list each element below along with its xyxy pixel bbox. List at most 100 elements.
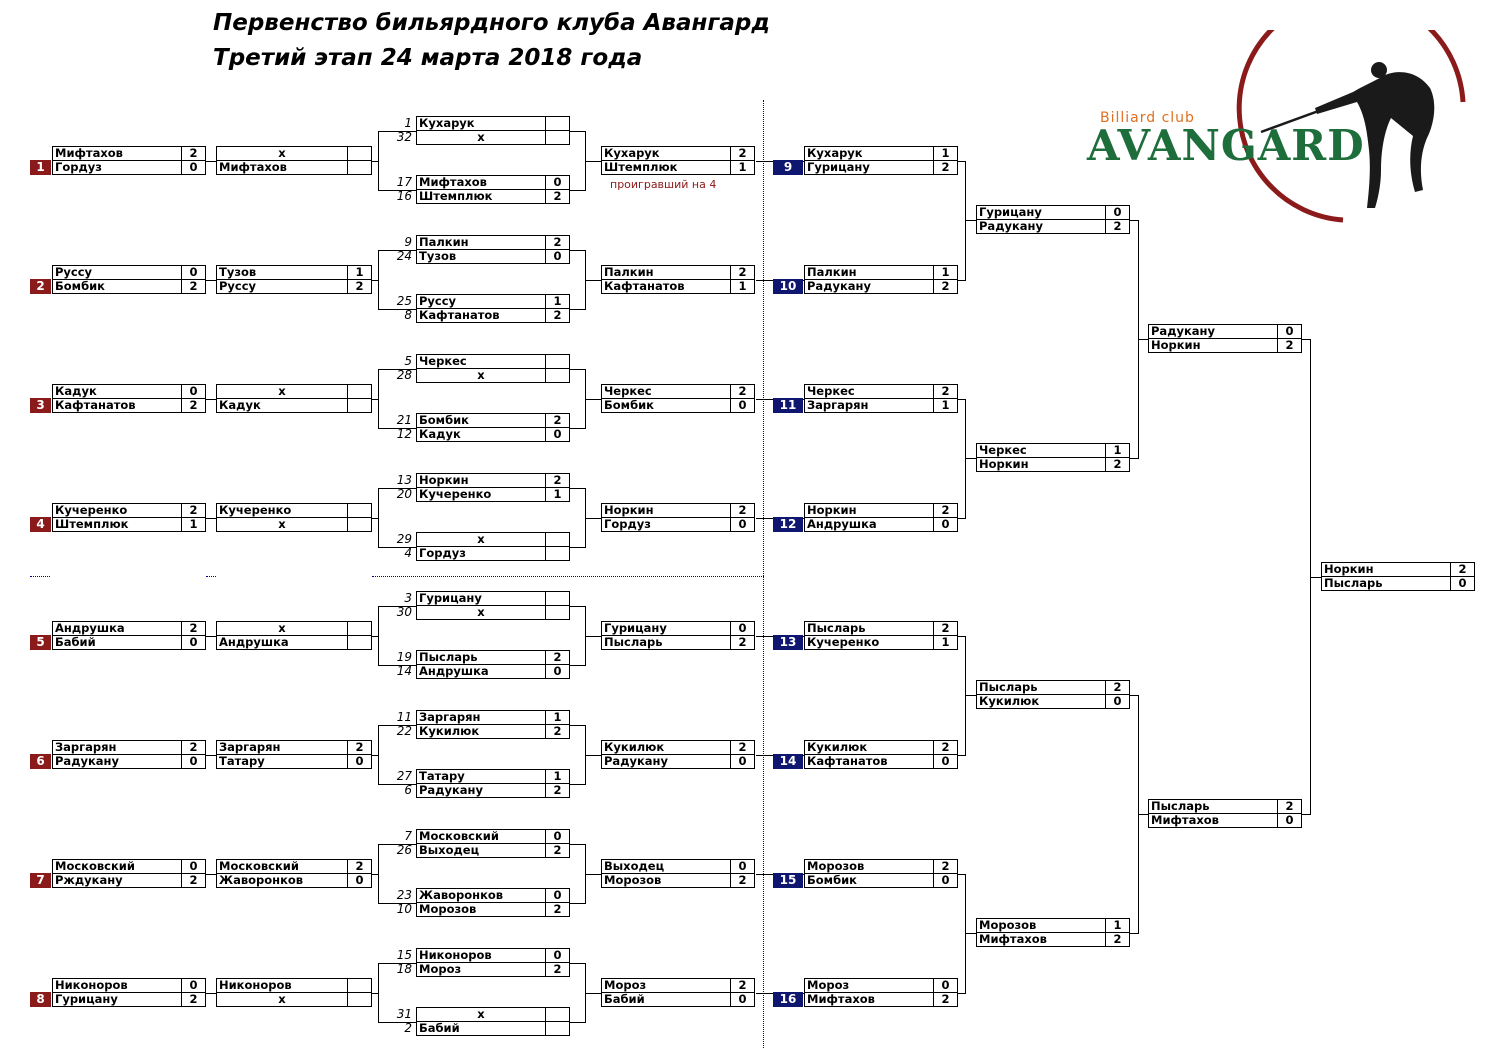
- r3-match-5b-score-2: 0: [545, 664, 570, 679]
- r1-match-3-score-2: 2: [181, 398, 206, 413]
- r4-match-4-player-1: Норкин: [601, 503, 731, 518]
- r3-left-vert-1: [378, 131, 379, 191]
- r2-match-5-player-2: Андрушка: [216, 635, 348, 650]
- r5-match-6-player-1: Кукилюк: [804, 740, 934, 755]
- r3-match-8a-score-1: 0: [545, 948, 570, 963]
- r6-out-bot-2: [1130, 933, 1139, 934]
- r1-match-2-player-1: Руссу: [52, 265, 182, 280]
- r3-left-vert-3: [378, 369, 379, 429]
- r4-match-7-score-1: 0: [730, 859, 755, 874]
- r7-match-1-player-1: Радукану: [1148, 324, 1278, 339]
- r5-out-top-1: [958, 161, 966, 162]
- r4-match-6-player-2: Радукану: [601, 754, 731, 769]
- r3-right-bot-7: [570, 903, 586, 904]
- r4-match-6-score-2: 0: [730, 754, 755, 769]
- r4-match-3-score-2: 0: [730, 398, 755, 413]
- r3-seed-4a2: 20: [396, 487, 412, 501]
- r3-match-7a-player-1: Московский: [416, 829, 546, 844]
- r5-match-5-score-1: 2: [933, 621, 958, 636]
- r5-match-8-score-1: 0: [933, 978, 958, 993]
- r3-match-2a-score-1: 2: [545, 235, 570, 250]
- r1-match-6-score-2: 0: [181, 754, 206, 769]
- r3-seed-2a1: 9: [404, 235, 412, 249]
- r3-right-bot-4: [570, 547, 586, 548]
- r6-match-1-player-1: Гурицану: [976, 205, 1106, 220]
- r3-match-8b-player-2: Бабий: [416, 1021, 546, 1036]
- r2-match-4-score-2: [347, 517, 372, 532]
- r2-match-7-player-1: Московский: [216, 859, 348, 874]
- r1-match-number-7: 7: [30, 873, 51, 888]
- r1-match-8-score-2: 2: [181, 992, 206, 1007]
- r1-match-8-score-1: 0: [181, 978, 206, 993]
- r3-match-5a-score-1: [545, 591, 570, 606]
- r2-match-7-score-1: 2: [347, 859, 372, 874]
- r6-match-3-score-1: 2: [1105, 680, 1130, 695]
- r1-match-1-player-2: Гордуз: [52, 160, 182, 175]
- r3-seed-6b1: 27: [396, 769, 412, 783]
- final-match-score-1: 2: [1450, 562, 1475, 577]
- r3-match-6b-score-2: 2: [545, 783, 570, 798]
- r5-out-bot-4: [958, 993, 966, 994]
- r3-match-1b-score-1: 0: [545, 175, 570, 190]
- r5-out-top-3: [958, 636, 966, 637]
- r3-match-1b-player-2: Штемплюк: [416, 189, 546, 204]
- r5-match-4-player-2: Андрушка: [804, 517, 934, 532]
- r4-match-7-player-1: Выходец: [601, 859, 731, 874]
- r3-match-1a-player-2: x: [416, 130, 546, 145]
- r2-match-2-player-2: Руссу: [216, 279, 348, 294]
- r2-match-3-score-2: [347, 398, 372, 413]
- r3-seed-4b2: 4: [404, 546, 412, 560]
- r3-seed-4a1: 13: [396, 473, 412, 487]
- r3-right-top-8: [570, 963, 586, 964]
- r5-out-bot-1: [958, 280, 966, 281]
- r1-match-6-player-2: Радукану: [52, 754, 182, 769]
- r2-match-1-player-1: x: [216, 146, 348, 161]
- r2-out-6: [372, 755, 379, 756]
- r5-out-bot-2: [958, 518, 966, 519]
- r3-seed-2a2: 24: [396, 249, 412, 263]
- r3-right-bot-8: [570, 1022, 586, 1023]
- r3-left-vert-7: [378, 844, 379, 904]
- r3-match-8b-score-1: [545, 1007, 570, 1022]
- r3-match-7b-score-2: 2: [545, 902, 570, 917]
- r5-match-3-score-1: 2: [933, 384, 958, 399]
- r3-right-bot-6: [570, 784, 586, 785]
- r3-match-6b-player-2: Радукану: [416, 783, 546, 798]
- r1-match-number-2: 2: [30, 279, 51, 294]
- r3-match-3a-player-1: Черкес: [416, 354, 546, 369]
- r5-match-4-player-1: Норкин: [804, 503, 934, 518]
- r3-match-5b-score-1: 2: [545, 650, 570, 665]
- r1-match-4-player-2: Штемплюк: [52, 517, 182, 532]
- r5-match-5-player-2: Кучеренко: [804, 635, 934, 650]
- r6-match-4-player-2: Мифтахов: [976, 932, 1106, 947]
- half-divider-2: [206, 576, 216, 577]
- r3-seed-7a2: 26: [396, 843, 412, 857]
- r5-match-2-score-1: 1: [933, 265, 958, 280]
- r4-match-4-score-2: 0: [730, 517, 755, 532]
- r5-match-number-4: 12: [773, 517, 803, 532]
- r3-match-4b-player-1: x: [416, 532, 546, 547]
- r3-match-1b-score-2: 2: [545, 189, 570, 204]
- r3-seed-1b2: 16: [396, 189, 412, 203]
- r2-match-2-player-1: Тузов: [216, 265, 348, 280]
- r3-right-out-5: [585, 636, 602, 637]
- r7-in-1: [1138, 339, 1149, 340]
- r3-seed-6a2: 22: [396, 724, 412, 738]
- r7-match-1-score-1: 0: [1277, 324, 1302, 339]
- r6-match-2-score-2: 2: [1105, 457, 1130, 472]
- r2-match-5-score-2: [347, 635, 372, 650]
- r3-match-3b-player-2: Кадук: [416, 427, 546, 442]
- r3-seed-3a1: 5: [404, 354, 412, 368]
- r5-match-2-player-2: Радукану: [804, 279, 934, 294]
- r5-match-1-score-1: 1: [933, 146, 958, 161]
- cue-stick: [1260, 92, 1366, 134]
- center-divider: [763, 100, 764, 1048]
- r4-match-4-score-1: 2: [730, 503, 755, 518]
- r7-match-1-player-2: Норкин: [1148, 338, 1278, 353]
- r2-match-8-player-2: x: [216, 992, 348, 1007]
- r2-match-3-player-2: Кадук: [216, 398, 348, 413]
- r2-match-3-player-1: x: [216, 384, 348, 399]
- r3-left-top-5: [378, 606, 417, 607]
- r3-right-bot-2: [570, 309, 586, 310]
- r6-match-2-player-2: Норкин: [976, 457, 1106, 472]
